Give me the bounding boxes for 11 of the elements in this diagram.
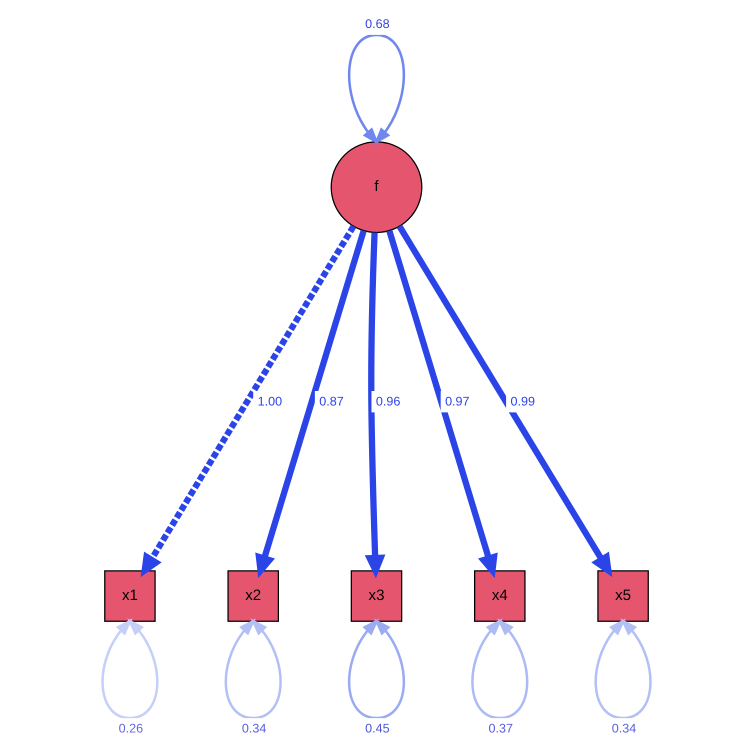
edge-label: 0.34 — [242, 722, 266, 736]
edge-label: 1.00 — [258, 394, 282, 408]
edge-label: 0.87 — [319, 394, 344, 408]
edge-label: 0.45 — [365, 722, 390, 736]
edge-label: 0.37 — [488, 722, 513, 736]
edge-label: 0.97 — [445, 394, 470, 408]
edge-label: 0.96 — [376, 394, 400, 408]
edge-label: 0.34 — [612, 722, 636, 736]
edge-label: 0.26 — [118, 722, 144, 736]
edge-label: 0.68 — [365, 17, 390, 32]
edge-label: 0.99 — [510, 394, 535, 408]
